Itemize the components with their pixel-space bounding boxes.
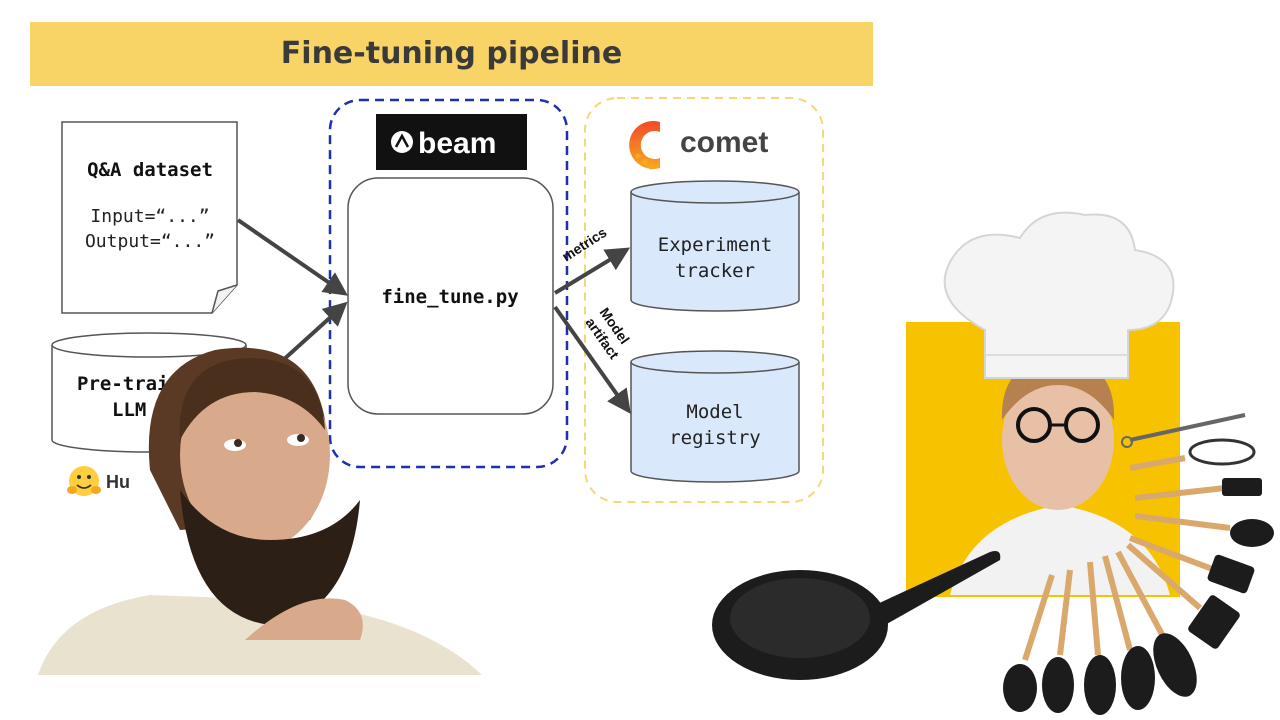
dataset-input-line: Input=“...” <box>90 206 209 227</box>
comet-icon <box>629 121 660 170</box>
hugging-face-icon <box>67 466 101 496</box>
qa-dataset-document: Q&A dataset Input=“...” Output=“...” <box>61 121 238 314</box>
chef-hat <box>943 211 1175 379</box>
title-banner: Fine-tuning pipeline <box>30 22 873 86</box>
experiment-tracker-cylinder: Experiment tracker <box>630 180 800 312</box>
registry-line2: registry <box>669 427 761 449</box>
registry-line1: Model <box>686 401 743 423</box>
beam-container: beam fine_tune.py <box>328 98 569 469</box>
pretrained-line2: LLM <box>112 399 146 421</box>
tracker-line1: Experiment <box>658 234 772 256</box>
arrow-script-to-tracker <box>553 247 631 295</box>
thinking-person-photo <box>38 347 482 675</box>
pretrained-llm-cylinder: Pre-trai LLM <box>51 332 247 453</box>
tracker-line2: tracker <box>675 260 755 282</box>
huggingface-logo: Hu <box>67 466 130 496</box>
model-registry-cylinder: Model registry <box>630 350 800 483</box>
comet-container: comet Experiment tracker Model registry <box>584 97 824 503</box>
fine-tune-script-label: fine_tune.py <box>381 286 518 308</box>
arrow-script-to-registry <box>553 305 631 414</box>
comet-logo-text: comet <box>680 126 768 159</box>
pretrained-line1: Pre-trai <box>77 373 169 395</box>
dataset-output-line: Output=“...” <box>85 231 215 252</box>
arrow-dataset-to-script <box>236 218 348 296</box>
huggingface-label: Hu <box>106 472 130 492</box>
fine-tune-script-box <box>347 177 554 415</box>
frying-pan-image <box>712 551 1001 680</box>
dataset-title: Q&A dataset <box>87 159 213 181</box>
beam-logo-text: beam <box>418 127 496 160</box>
page-title: Fine-tuning pipeline <box>280 36 623 71</box>
beam-icon <box>391 131 413 153</box>
kitchen-utensils-image <box>1003 413 1274 715</box>
